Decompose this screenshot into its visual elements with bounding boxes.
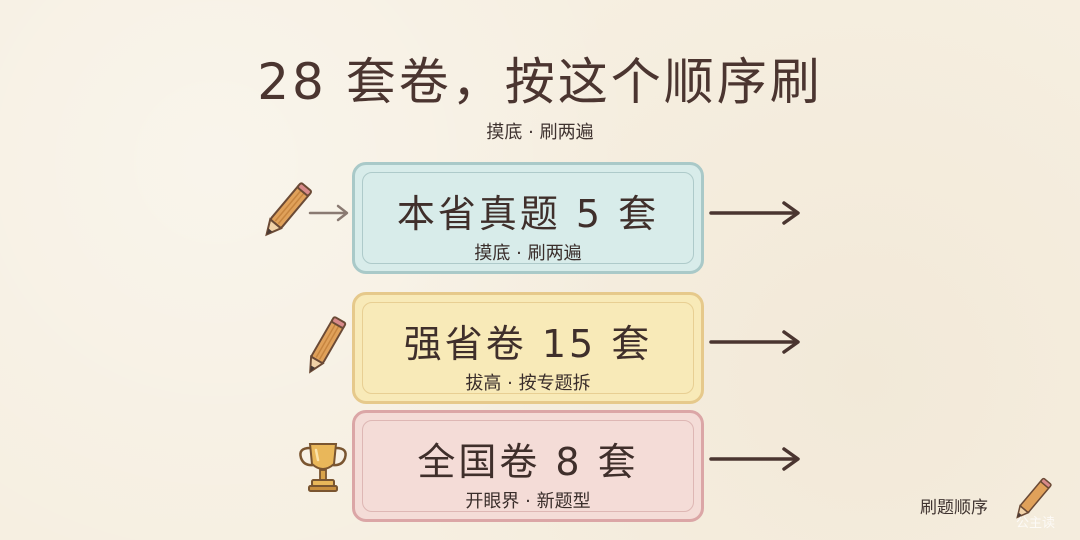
footer-label: 刷题顺序 (920, 498, 988, 518)
card-local-exams: 本省真题 5 套 摸底 · 刷两遍 (352, 162, 704, 274)
small-arrow-icon (308, 204, 349, 222)
card-subtitle: 摸底 · 刷两遍 (474, 243, 582, 264)
card-subtitle: 开眼界 · 新题型 (465, 491, 591, 512)
pencil-icon (265, 182, 312, 237)
card-title: 强省卷 15 套 (403, 322, 653, 366)
card-national-exams: 全国卷 8 套 开眼界 · 新题型 (352, 410, 704, 522)
page-subtitle: 摸底 · 刷两遍 (486, 122, 594, 143)
arrow-right-icon (709, 201, 800, 225)
arrow-right-icon (709, 330, 800, 354)
trophy-icon (299, 443, 347, 492)
card-title: 本省真题 5 套 (396, 192, 660, 236)
card-inner-border (362, 172, 694, 264)
watermark: 公主读 (1016, 516, 1056, 531)
arrow-right-icon (709, 447, 800, 471)
card-strong-province: 强省卷 15 套 拔高 · 按专题拆 (352, 292, 704, 404)
card-subtitle: 拔高 · 按专题拆 (465, 373, 591, 394)
card-inner-border (362, 302, 694, 394)
card-inner-border (362, 420, 694, 512)
page-title: 28 套卷，按这个顺序刷 (257, 53, 823, 111)
pencil-icon (309, 316, 347, 374)
pencil-icon (1016, 477, 1052, 519)
card-title: 全国卷 8 套 (417, 440, 639, 484)
